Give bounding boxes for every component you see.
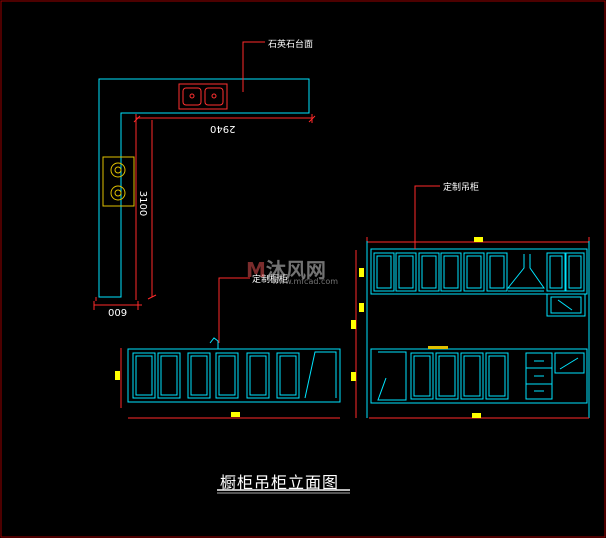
l-shaped-countertop <box>98 78 310 298</box>
wall-cabinet-elevation <box>351 185 590 418</box>
sink-icon <box>178 83 228 110</box>
top-length-dimension: 2940 <box>210 123 236 134</box>
dimension-marker <box>231 412 240 417</box>
depth-dimension: 600 <box>108 306 128 317</box>
wall-cabinet-doors <box>373 252 585 292</box>
base-cabinet-label: 定制橱柜 <box>252 275 289 285</box>
wall-cabinet-label: 定制吊柜 <box>443 183 480 193</box>
drawing-title: 橱柜吊柜立面图 <box>220 473 340 492</box>
base-cabinet-left-body <box>127 348 341 403</box>
dimension-marker <box>115 371 120 380</box>
faucet-right-icon <box>428 346 448 349</box>
faucet-icon <box>209 337 219 349</box>
wall-cabinet-leader <box>414 185 440 249</box>
plan-dimensions <box>93 114 316 310</box>
base-cabinet-right-body <box>370 348 588 404</box>
plan-view <box>93 41 316 310</box>
watermark-url: www.mfcad.com <box>272 277 339 286</box>
dimension-marker <box>472 413 481 418</box>
oven-box <box>546 293 586 317</box>
watermark-brand-text: 沐风网 <box>265 258 326 282</box>
side-length-dimension: 3100 <box>137 190 149 217</box>
dimension-marker <box>351 372 356 381</box>
cooktop-icon <box>102 156 135 207</box>
watermark-brand: M沐风网 <box>246 254 326 283</box>
base-cabinet-leader <box>218 277 250 343</box>
base-cabinet-right-elevation <box>369 346 589 419</box>
base-right-doors <box>410 352 509 400</box>
base-left-doors <box>132 352 300 399</box>
dishwasher-box <box>554 352 585 374</box>
base-cabinet-left-elevation <box>115 277 341 419</box>
dimension-marker <box>359 268 364 277</box>
range-hood-icon <box>506 254 545 292</box>
dimension-marker <box>474 237 483 242</box>
watermark-logo-icon: M <box>246 258 266 282</box>
countertop-label: 石英石台面 <box>268 40 314 50</box>
countertop-leader <box>242 41 265 92</box>
dimension-marker <box>351 320 356 329</box>
dimension-marker <box>359 303 364 312</box>
drawer-stack <box>525 352 553 400</box>
wall-cabinet-body <box>370 248 588 295</box>
